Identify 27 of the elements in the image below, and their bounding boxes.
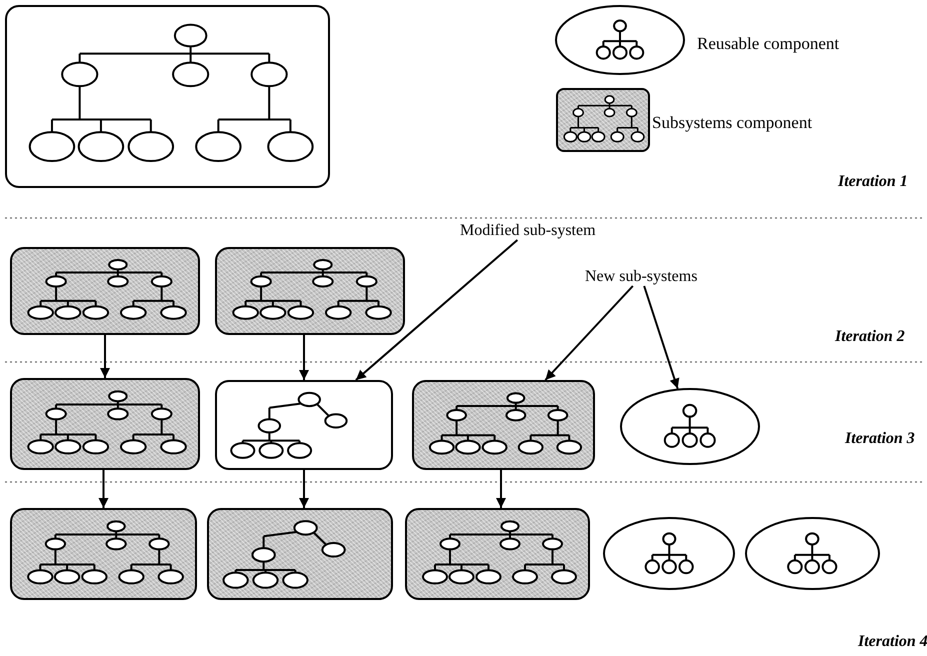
iteration-label: Iteration 4 — [858, 633, 927, 651]
arrow — [100, 335, 110, 378]
component-box — [215, 380, 393, 470]
arrow — [299, 335, 309, 380]
iteration-label: Iteration 2 — [835, 328, 905, 346]
iteration-label: Iteration 1 — [838, 173, 908, 191]
subsystem-component-box — [10, 378, 200, 470]
arrow — [98, 470, 108, 508]
iteration-label: Iteration 3 — [845, 430, 915, 448]
arrow — [496, 470, 506, 508]
reusable-component-ellipse — [603, 517, 735, 590]
arrow — [299, 470, 309, 508]
subsystem-component-box — [10, 247, 200, 335]
subsystem-component-box — [215, 247, 405, 335]
leader-arrow — [643, 286, 680, 389]
leader-arrow — [544, 285, 634, 381]
callout-text: Modified sub-system — [460, 222, 596, 240]
subsystem-component-box — [405, 508, 590, 600]
reusable-component-ellipse — [620, 388, 760, 465]
legend-text: Reusable component — [697, 34, 840, 54]
subsystem-component-box — [412, 380, 595, 470]
subsystem-component-box — [207, 508, 393, 600]
reusable-component-ellipse — [745, 517, 880, 590]
leader-arrow — [355, 239, 518, 381]
subsystem-component-box — [10, 508, 197, 600]
callout-text: New sub-systems — [585, 268, 698, 286]
legend-text: Subsystems component — [652, 113, 812, 133]
